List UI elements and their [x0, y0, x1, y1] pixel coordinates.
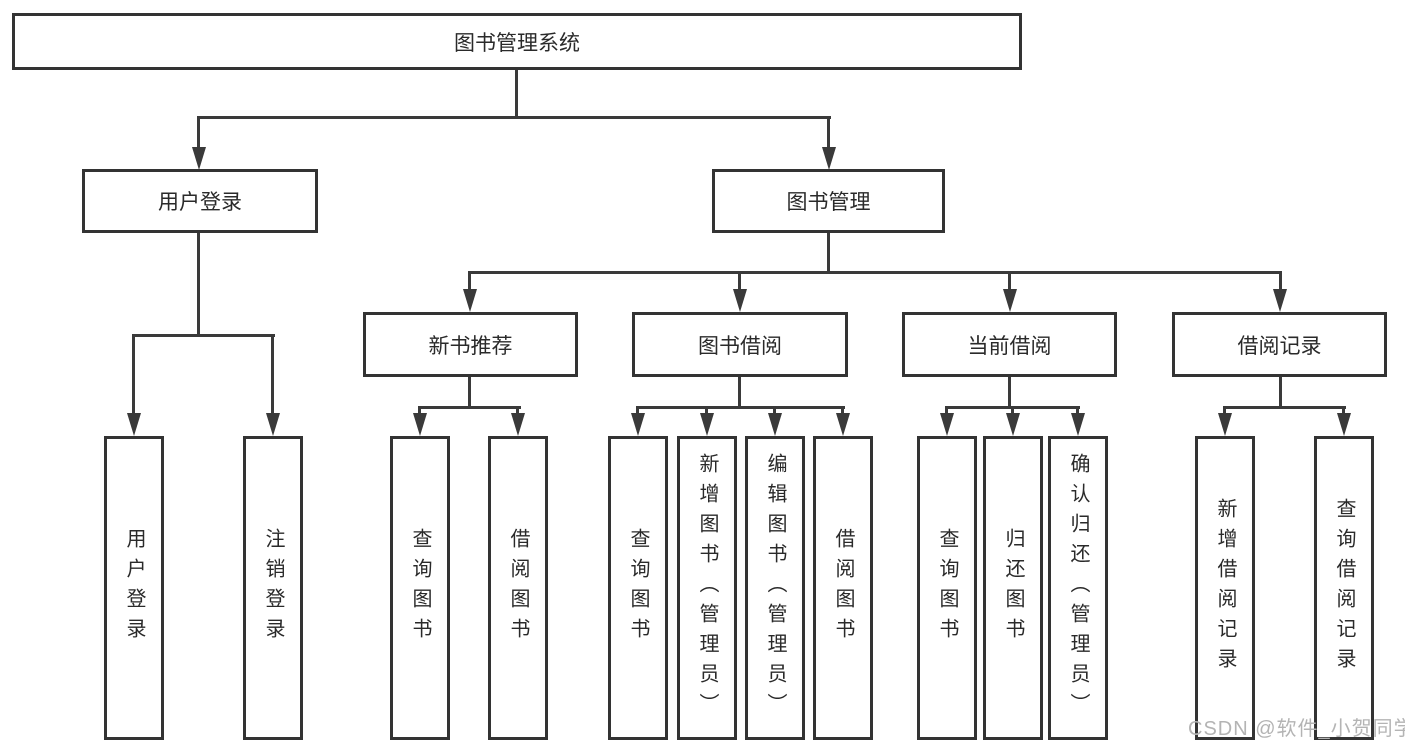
arrow-down-icon — [1273, 289, 1287, 312]
connector-line — [773, 406, 776, 415]
leaf-label: 编辑图书（管理员） — [764, 453, 786, 723]
node-current-borrow: 当前借阅 — [902, 312, 1117, 377]
leaf-add-borrow-record: 新增借阅记录 — [1195, 436, 1255, 740]
connector-line — [636, 406, 845, 409]
leaf-user-login: 用户登录 — [104, 436, 164, 740]
node-borrow-records: 借阅记录 — [1172, 312, 1387, 377]
arrow-down-icon — [1006, 413, 1020, 436]
connector-line — [271, 334, 274, 414]
leaf-logout: 注销登录 — [243, 436, 303, 740]
watermark: CSDN @软件_小贺同学 — [1188, 718, 1405, 740]
leaf-label: 注销登录 — [262, 528, 284, 648]
node-book-management: 图书管理 — [712, 169, 945, 233]
connector-line — [1279, 377, 1282, 409]
connector-line — [468, 377, 471, 409]
connector-line — [132, 334, 275, 337]
arrow-down-icon — [1071, 413, 1085, 436]
arrow-down-icon — [192, 147, 206, 170]
leaf-label: 查询图书 — [409, 528, 431, 648]
arrow-down-icon — [768, 413, 782, 436]
leaf-label: 查询图书 — [627, 528, 649, 648]
arrow-down-icon — [413, 413, 427, 436]
arrow-down-icon — [940, 413, 954, 436]
node-label: 图书借阅 — [698, 334, 782, 358]
arrow-down-icon — [266, 413, 280, 436]
leaf-label: 借阅图书 — [507, 528, 529, 648]
connector-line — [1223, 406, 1226, 415]
arrow-down-icon — [733, 289, 747, 312]
connector-line — [1223, 406, 1346, 409]
connector-line — [827, 116, 830, 149]
leaf-query-books-current: 查询图书 — [917, 436, 977, 740]
leaf-edit-book-admin: 编辑图书（管理员） — [745, 436, 805, 740]
connector-line — [197, 116, 831, 119]
connector-line — [738, 377, 741, 409]
node-user-login: 用户登录 — [82, 169, 318, 233]
leaf-add-book-admin: 新增图书（管理员） — [677, 436, 737, 740]
node-label: 图书管理 — [786, 191, 871, 214]
connector-line — [515, 68, 518, 118]
leaf-query-books-borrow: 查询图书 — [608, 436, 668, 740]
connector-line — [468, 271, 471, 292]
connector-line — [418, 406, 421, 415]
leaf-return-book: 归还图书 — [983, 436, 1043, 740]
node-label: 借阅记录 — [1237, 334, 1322, 358]
connector-line — [945, 406, 948, 415]
node-label: 图书管理系统 — [454, 31, 580, 55]
node-book-borrow: 图书借阅 — [632, 312, 848, 377]
node-new-book-recommend: 新书推荐 — [363, 312, 578, 377]
connector-line — [516, 406, 519, 415]
connector-line — [1008, 377, 1011, 409]
node-label: 当前借阅 — [967, 334, 1052, 358]
leaf-label: 查询借阅记录 — [1333, 498, 1355, 678]
leaf-label: 新增借阅记录 — [1214, 498, 1236, 678]
leaf-query-books-recommend: 查询图书 — [390, 436, 450, 740]
leaf-label: 借阅图书 — [832, 528, 854, 648]
node-label: 用户登录 — [158, 191, 242, 214]
connector-line — [418, 406, 521, 409]
leaf-label: 查询图书 — [936, 528, 958, 648]
leaf-borrow-books: 借阅图书 — [813, 436, 873, 740]
connector-line — [197, 116, 200, 149]
arrow-down-icon — [127, 413, 141, 436]
arrow-down-icon — [700, 413, 714, 436]
leaf-label: 归还图书 — [1002, 528, 1024, 648]
arrow-down-icon — [1003, 289, 1017, 312]
connector-line — [738, 271, 741, 292]
connector-line — [1011, 406, 1014, 415]
connector-line — [132, 334, 135, 414]
leaf-label: 用户登录 — [123, 528, 145, 648]
connector-line — [1008, 271, 1011, 292]
connector-line — [468, 271, 1282, 274]
arrow-down-icon — [631, 413, 645, 436]
arrow-down-icon — [1218, 413, 1232, 436]
arrow-down-icon — [463, 289, 477, 312]
leaf-confirm-return-admin: 确认归还（管理员） — [1048, 436, 1108, 740]
leaf-label: 确认归还（管理员） — [1067, 453, 1089, 723]
connector-line — [1279, 271, 1282, 292]
arrow-down-icon — [822, 147, 836, 170]
leaf-borrow-books-recommend: 借阅图书 — [488, 436, 548, 740]
arrow-down-icon — [1337, 413, 1351, 436]
node-label: 新书推荐 — [428, 334, 513, 358]
node-library-system: 图书管理系统 — [12, 13, 1022, 70]
arrow-down-icon — [511, 413, 525, 436]
connector-line — [1342, 406, 1345, 415]
leaf-query-borrow-record: 查询借阅记录 — [1314, 436, 1374, 740]
connector-line — [1076, 406, 1079, 415]
connector-line — [197, 233, 200, 337]
arrow-down-icon — [836, 413, 850, 436]
connector-line — [827, 233, 830, 274]
leaf-label: 新增图书（管理员） — [696, 453, 718, 723]
connector-line — [841, 406, 844, 415]
connector-line — [636, 406, 639, 415]
connector-line — [705, 406, 708, 415]
